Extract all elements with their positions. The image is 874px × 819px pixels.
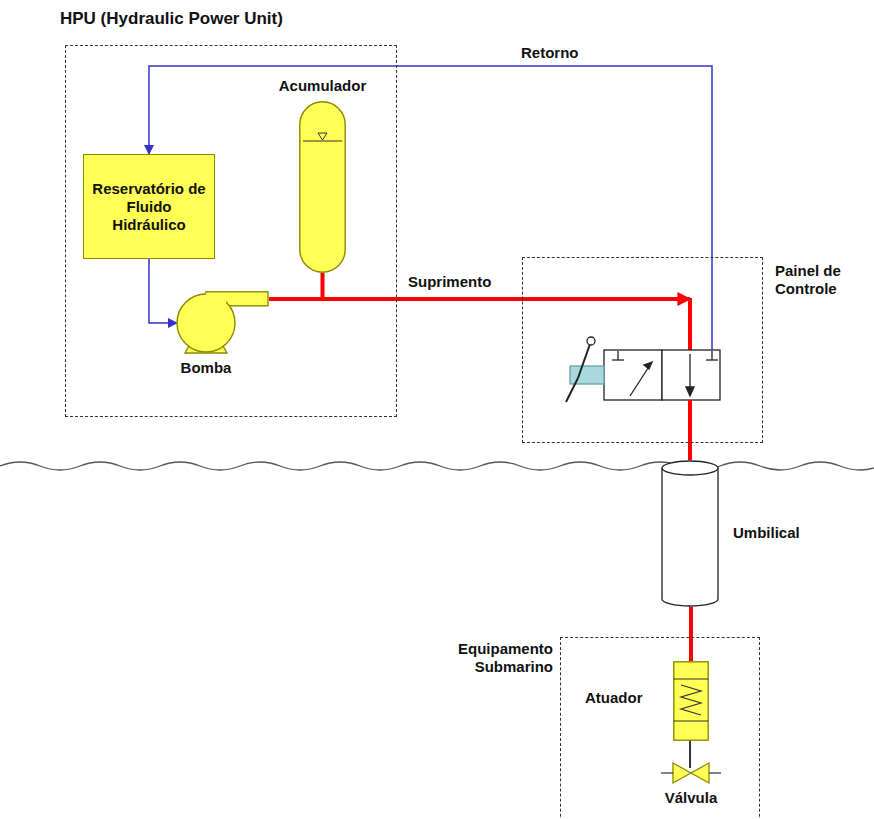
supply-line <box>688 400 692 460</box>
accumulator-line <box>321 273 325 299</box>
directional-valve-symbol <box>566 337 720 402</box>
node-label: Equipamento Submarino <box>453 640 553 676</box>
valve-symbol: Válvula <box>669 761 713 785</box>
return-line <box>149 66 712 350</box>
accumulator-vessel: Acumulador <box>299 101 346 273</box>
node-label: Reservatório de Fluido Hidráulico <box>90 180 208 234</box>
return-line <box>149 259 177 323</box>
node-label: Painel de Controle <box>775 262 855 298</box>
supply-line <box>689 607 693 661</box>
reservoir-box: Reservatório de Fluido Hidráulico <box>83 154 215 259</box>
umbilical-cylinder-outline <box>661 460 719 607</box>
line-label: Suprimento <box>406 273 493 291</box>
node-label: Válvula <box>665 789 718 807</box>
actuator-symbol: Atuador <box>673 661 709 741</box>
actuator-symbol-outline <box>673 661 709 741</box>
subsea-equipment-boundary: AtuadorVálvulaEquipamento Submarino <box>560 637 760 819</box>
actuator-stem <box>689 740 691 768</box>
node-label: Umbilical <box>733 524 800 542</box>
accumulator-vessel-outline <box>299 101 346 273</box>
node-label: Bomba <box>181 359 232 377</box>
valve-symbol-outline <box>669 761 713 785</box>
line-label: Retorno <box>519 44 581 62</box>
pump-symbol-outline <box>173 291 269 354</box>
pump-symbol: Bomba <box>173 291 269 354</box>
node-label: Acumulador <box>279 77 367 95</box>
supply-line <box>269 297 690 301</box>
umbilical-cylinder: Umbilical <box>661 460 719 607</box>
hpu-boundary: Reservatório de Fluido Hidráulico Acumula… <box>65 45 397 417</box>
node-label: Atuador <box>585 689 643 707</box>
supply-drop <box>688 298 692 350</box>
sea-surface <box>0 462 874 470</box>
control-panel-boundary: Painel de Controle <box>522 257 763 443</box>
node-label: HPU (Hydraulic Power Unit) <box>60 10 283 28</box>
